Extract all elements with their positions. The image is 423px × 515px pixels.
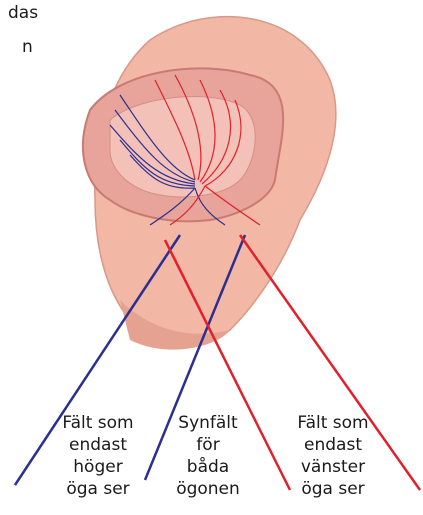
top-text-line-2: n [22, 36, 33, 58]
label-left-line-4: öga ser [38, 478, 158, 500]
label-middle-line-2: för [168, 434, 248, 456]
label-middle-field: Synfält för båda ögonen [168, 412, 248, 500]
label-left-field: Fält som endast höger öga ser [38, 412, 158, 500]
label-right-line-4: öga ser [278, 478, 388, 500]
label-middle-line-3: båda [168, 456, 248, 478]
top-text-line-1: das [8, 2, 38, 24]
label-right-line-1: Fält som [278, 412, 388, 434]
label-right-line-2: endast [278, 434, 388, 456]
label-right-field: Fält som endast vänster öga ser [278, 412, 388, 500]
label-left-line-3: höger [38, 456, 158, 478]
label-middle-line-1: Synfält [168, 412, 248, 434]
label-right-line-3: vänster [278, 456, 388, 478]
label-left-line-2: endast [38, 434, 158, 456]
label-left-line-1: Fält som [38, 412, 158, 434]
label-middle-line-4: ögonen [168, 478, 248, 500]
